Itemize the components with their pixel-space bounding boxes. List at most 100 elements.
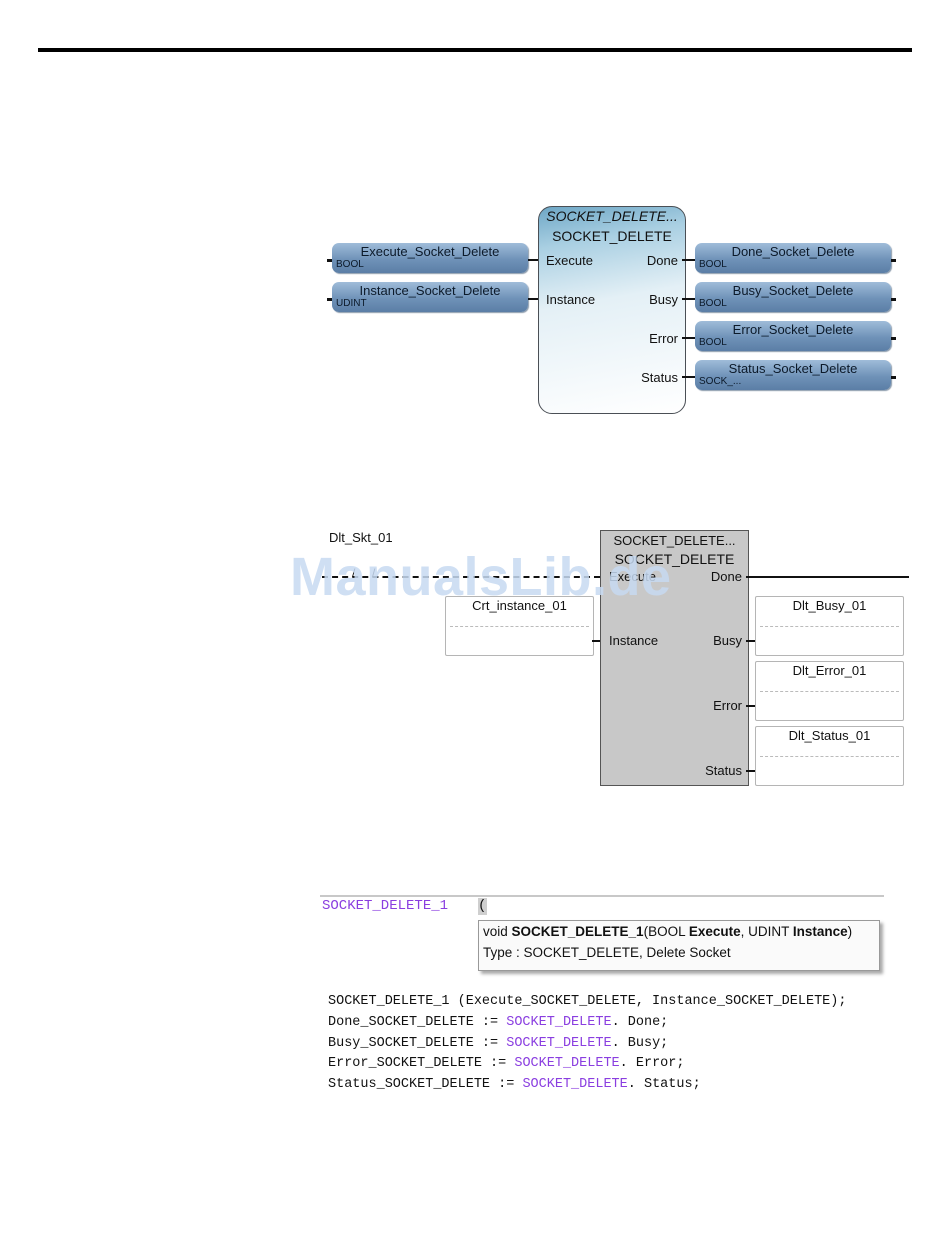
code-text: . Error; <box>619 1056 685 1071</box>
ld-pin-done: Done <box>710 569 742 584</box>
fbd-variable-name: Instance_Socket_Delete <box>359 283 501 298</box>
tooltip-param: Execute <box>688 924 741 939</box>
fbd-input-variable[interactable]: Instance_Socket_Delete UDINT <box>332 282 528 312</box>
code-keyword: SOCKET_DELETE <box>522 1077 628 1092</box>
fbd-variable-type: UDINT <box>336 298 367 309</box>
fbd-output-variable[interactable]: Status_Socket_Delete SOCK_... <box>695 360 891 390</box>
fbd-function-block[interactable]: SOCKET_DELETE... SOCKET_DELETE Execute I… <box>538 206 686 414</box>
code-line: Done_SOCKET_DELETE := SOCKET_DELETE. Don… <box>328 1015 668 1030</box>
ld-done-wire <box>746 576 909 578</box>
ld-pin-error: Error <box>713 698 742 713</box>
tooltip-prefix: void <box>483 924 512 939</box>
ld-rung-variable: Dlt_Skt_01 <box>329 530 393 545</box>
fbd-output-variable[interactable]: Error_Socket_Delete BOOL <box>695 321 891 351</box>
fbd-variable-type: SOCK_... <box>699 376 742 387</box>
code-keyword: SOCKET_DELETE <box>506 1015 612 1030</box>
fbd-output-stub <box>891 259 896 262</box>
fbd-wire <box>682 337 696 339</box>
fbd-variable-name: Execute_Socket_Delete <box>360 244 500 259</box>
code-keyword: SOCKET_DELETE <box>506 1036 612 1051</box>
fbd-variable-name: Done_Socket_Delete <box>731 244 855 259</box>
fbd-pin-instance: Instance <box>546 292 596 307</box>
ld-contact-mark: / <box>352 566 356 580</box>
fbd-variable-name: Busy_Socket_Delete <box>732 283 854 298</box>
ld-output-variable-box[interactable]: Dlt_Busy_01 <box>755 596 904 656</box>
fbd-variable-type: BOOL <box>699 298 727 309</box>
fbd-pin-busy: Busy <box>649 292 678 307</box>
signature-tooltip: void SOCKET_DELETE_1(BOOL Execute, UDINT… <box>478 920 880 971</box>
ld-output-variable-box[interactable]: Dlt_Error_01 <box>755 661 904 721</box>
ld-block-type: SOCKET_DELETE <box>614 551 735 567</box>
tooltip-text: (BOOL <box>643 924 689 939</box>
editor-typed-text: SOCKET_DELETE_1 <box>322 898 449 914</box>
tooltip-param: Instance <box>792 924 848 939</box>
fbd-variable-type: BOOL <box>699 259 727 270</box>
ld-wire <box>592 640 602 642</box>
fbd-variable-name: Error_Socket_Delete <box>732 322 854 337</box>
fbd-pin-status: Status <box>641 370 678 385</box>
code-text: Status_SOCKET_DELETE := <box>328 1077 523 1092</box>
fbd-wire <box>682 259 696 261</box>
ld-box-divider <box>760 626 899 627</box>
ld-box-divider <box>760 691 899 692</box>
ld-variable-name: Dlt_Status_01 <box>788 728 871 743</box>
tooltip-type-line: Type : SOCKET_DELETE, Delete Socket <box>483 945 731 960</box>
ld-function-block[interactable]: SOCKET_DELETE... SOCKET_DELETE Execute I… <box>600 530 749 786</box>
ld-wire <box>746 705 756 707</box>
ld-rung-wire <box>322 576 600 578</box>
ld-variable-name: Dlt_Error_01 <box>792 663 867 678</box>
ld-pin-busy: Busy <box>713 633 742 648</box>
fbd-output-stub <box>891 298 896 301</box>
code-text: . Status; <box>627 1077 701 1092</box>
fbd-input-stub <box>327 298 332 301</box>
ld-contact-mark: / <box>372 566 376 580</box>
ld-pin-execute: Execute <box>609 569 656 584</box>
fbd-block-type: SOCKET_DELETE <box>552 228 672 244</box>
tooltip-signature: void SOCKET_DELETE_1(BOOL Execute, UDINT… <box>483 924 852 939</box>
ld-pin-instance: Instance <box>609 633 659 648</box>
fbd-variable-type: BOOL <box>699 337 727 348</box>
fbd-variable-type: BOOL <box>336 259 364 270</box>
code-text: . Busy; <box>611 1036 669 1051</box>
code-line: SOCKET_DELETE_1 (Execute_SOCKET_DELETE, … <box>328 994 846 1009</box>
ld-wire <box>746 770 756 772</box>
tooltip-function-name: SOCKET_DELETE_1 <box>511 924 644 939</box>
code-line: Busy_SOCKET_DELETE := SOCKET_DELETE. Bus… <box>328 1036 668 1051</box>
code-text: Busy_SOCKET_DELETE := <box>328 1036 507 1051</box>
ld-box-divider <box>760 756 899 757</box>
header-rule <box>38 48 912 52</box>
fbd-variable-name: Status_Socket_Delete <box>728 361 858 376</box>
code-text: Error_SOCKET_DELETE := <box>328 1056 515 1071</box>
fbd-pin-error: Error <box>649 331 678 346</box>
fbd-pin-execute: Execute <box>546 253 593 268</box>
tooltip-text: , UDINT <box>740 924 793 939</box>
ld-box-divider <box>450 626 589 627</box>
ld-block-instance: SOCKET_DELETE... <box>613 533 736 548</box>
code-text: SOCKET_DELETE_1 (Execute_SOCKET_DELETE, … <box>328 994 847 1009</box>
code-line: Status_SOCKET_DELETE := SOCKET_DELETE. S… <box>328 1077 701 1092</box>
ld-instance-variable-box[interactable]: Crt_instance_01 <box>445 596 594 656</box>
fbd-wire <box>528 259 540 261</box>
fbd-output-stub <box>891 337 896 340</box>
fbd-output-stub <box>891 376 896 379</box>
ld-output-variable-box[interactable]: Dlt_Status_01 <box>755 726 904 786</box>
fbd-input-stub <box>327 259 332 262</box>
tooltip-text: ) <box>847 924 853 939</box>
code-text: Done_SOCKET_DELETE := <box>328 1015 507 1030</box>
fbd-output-variable[interactable]: Done_Socket_Delete BOOL <box>695 243 891 273</box>
fbd-wire <box>682 376 696 378</box>
ld-variable-name: Crt_instance_01 <box>472 598 567 613</box>
fbd-wire <box>528 298 540 300</box>
code-text: . Done; <box>611 1015 669 1030</box>
watermark: ManualsLib.de <box>290 547 672 607</box>
fbd-wire <box>682 298 696 300</box>
editor-cursor: ( <box>478 898 487 915</box>
fbd-block-instance: SOCKET_DELETE... <box>546 208 678 224</box>
fbd-input-variable[interactable]: Execute_Socket_Delete BOOL <box>332 243 528 273</box>
fbd-pin-done: Done <box>646 253 678 268</box>
editor-input-line[interactable] <box>320 895 884 919</box>
ld-variable-name: Dlt_Busy_01 <box>792 598 867 613</box>
fbd-output-variable[interactable]: Busy_Socket_Delete BOOL <box>695 282 891 312</box>
code-line: Error_SOCKET_DELETE := SOCKET_DELETE. Er… <box>328 1056 684 1071</box>
code-keyword: SOCKET_DELETE <box>514 1056 620 1071</box>
